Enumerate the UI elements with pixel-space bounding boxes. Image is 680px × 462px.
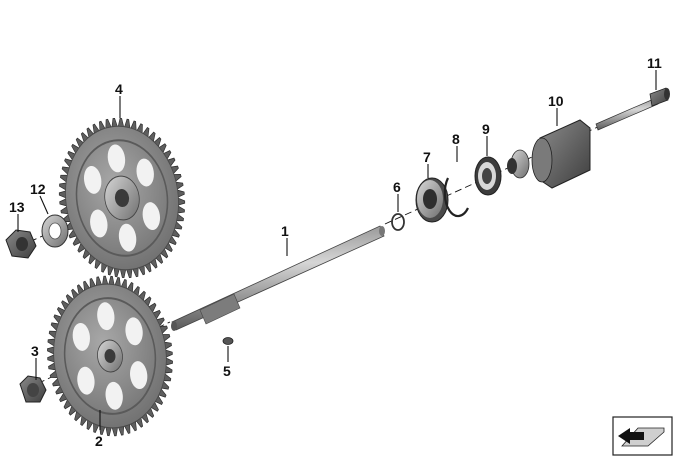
callout-9: 9 [482, 121, 490, 137]
upper-gear-part-4 [58, 117, 186, 279]
callout-7: 7 [423, 149, 431, 165]
callout-1: 1 [281, 223, 289, 239]
callout-10: 10 [548, 93, 564, 109]
seal-ring-part-9 [474, 156, 502, 196]
shaft-part-1 [171, 225, 385, 331]
callout-5: 5 [223, 363, 231, 379]
view-indicator-icon [612, 416, 673, 456]
callout-4: 4 [115, 81, 123, 97]
nut-part-13 [5, 229, 37, 259]
callout-6: 6 [393, 179, 401, 195]
lower-gear-part-2 [47, 275, 173, 437]
callout-3: 3 [31, 343, 39, 359]
housing-part-10 [507, 119, 591, 189]
callout-13: 13 [9, 199, 25, 215]
circlip-part-6 [391, 213, 405, 231]
key-part-5 [222, 337, 234, 345]
washer-part-12 [41, 214, 69, 248]
callout-labels: 1 2 3 4 5 6 7 8 9 10 11 12 13 [9, 55, 662, 449]
nut-part-3 [19, 375, 47, 403]
callout-2: 2 [95, 433, 103, 449]
callout-8: 8 [452, 131, 460, 147]
leader-12 [39, 195, 49, 215]
callout-11: 11 [647, 55, 662, 71]
callout-12: 12 [30, 181, 46, 197]
leader-lines [17, 70, 657, 430]
snap-ring-part-8 [443, 177, 469, 218]
bearing-part-7 [415, 177, 449, 223]
bolt-part-11 [595, 87, 670, 131]
